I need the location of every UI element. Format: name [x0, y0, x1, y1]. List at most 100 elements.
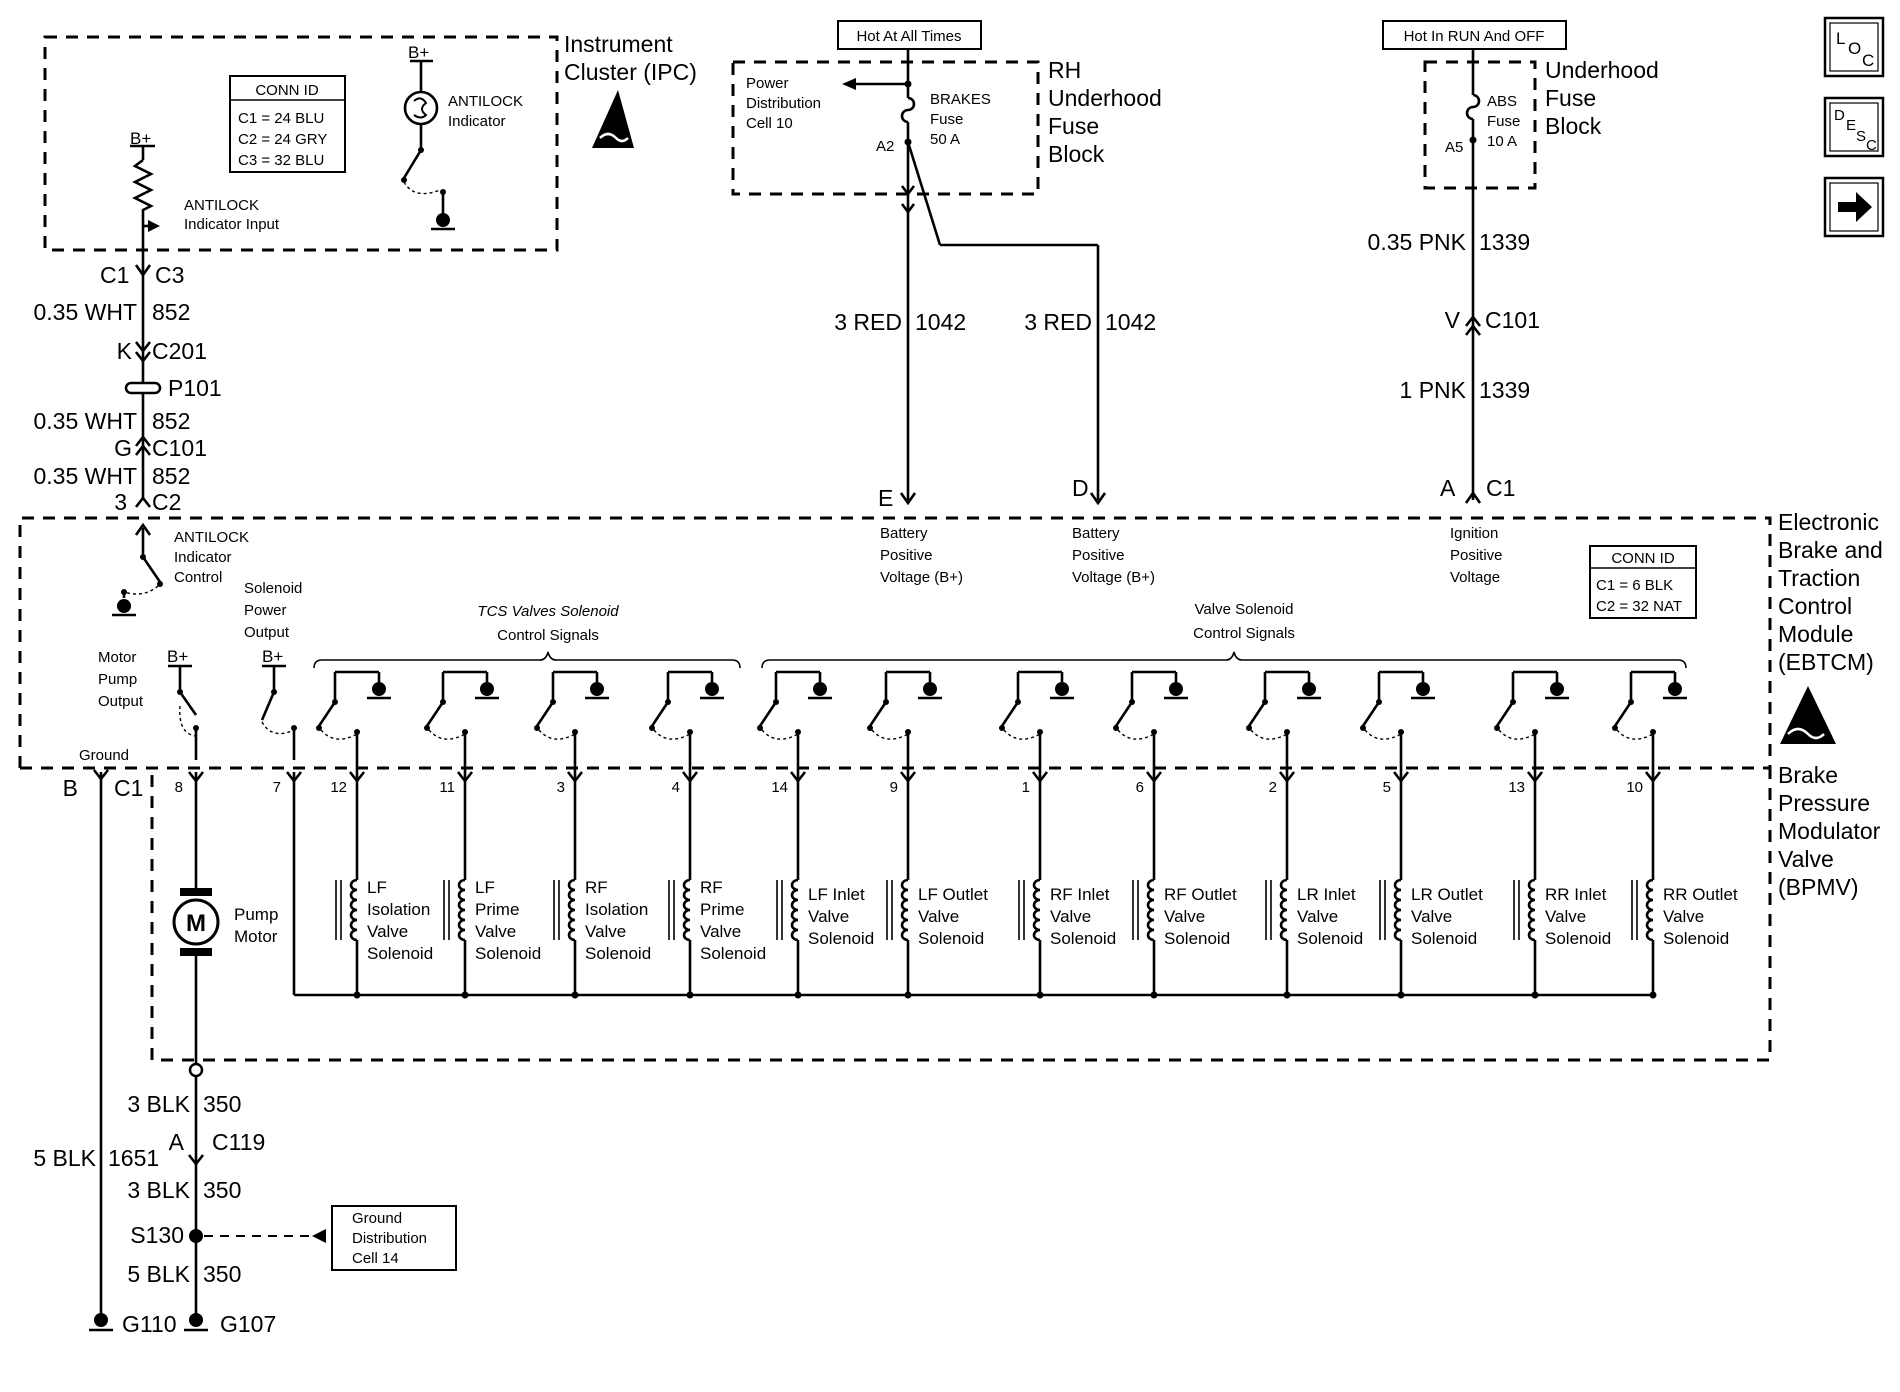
solenoid-label: RR Inlet — [1545, 885, 1607, 904]
solenoid-label: LF Outlet — [918, 885, 988, 904]
control-switch — [316, 670, 391, 772]
w1042-circuit-2: 1042 — [1105, 309, 1156, 335]
ground-icon — [808, 682, 832, 700]
ebtcm-title-4: Control — [1778, 593, 1852, 619]
control-switch — [757, 670, 832, 772]
pdc-2: Distribution — [746, 95, 821, 112]
c101-label-right: C101 — [1485, 307, 1540, 333]
ipc-conn-id-box — [229, 75, 346, 173]
w350-size-3: 5 BLK — [127, 1261, 190, 1287]
solenoid-label: LF — [367, 878, 387, 897]
rh-title-4: Block — [1048, 141, 1105, 167]
w350-size-2: 3 BLK — [127, 1177, 190, 1203]
solenoid-pin: 13 — [1508, 779, 1525, 796]
ground-icon — [475, 682, 499, 700]
c101-label-left: C101 — [152, 435, 207, 461]
rh-title-2: Underhood — [1048, 85, 1162, 111]
pump-motor-2: Motor — [234, 927, 278, 946]
bpmv-section: Brake Pressure Modulator Valve (BPMV) 8 … — [150, 762, 1881, 1064]
w1651-circuit: 1651 — [108, 1145, 159, 1171]
pdc-1: Power — [746, 75, 789, 92]
solenoid-pin: 2 — [1269, 779, 1277, 796]
s130-label: S130 — [130, 1222, 184, 1248]
tcs-group-1: TCS Valves Solenoid — [477, 603, 619, 620]
solenoid-label: Prime — [475, 900, 519, 919]
bpmv-title-1: Brake — [1778, 762, 1838, 788]
svg-text:O: O — [1848, 39, 1861, 58]
c201-label: C201 — [152, 338, 207, 364]
ground-circuits: B C1 5 BLK 1651 G110 3 BLK 350 A C119 3 … — [33, 769, 457, 1337]
connector-c101-right-icon — [1464, 314, 1482, 336]
w852-size-1: 0.35 WHT — [33, 299, 137, 325]
uh-fuse-block-boundary — [1423, 60, 1537, 190]
solenoid-array: 12LFIsolationValveSolenoid11LFPrimeValve… — [330, 771, 1738, 999]
ground-icon-antilock — [112, 599, 136, 617]
ebtcm-title-5: Module — [1778, 621, 1853, 647]
c119-pin: A — [169, 1129, 185, 1155]
connector-c2-icon — [134, 495, 152, 508]
batt-d-1: Battery — [1072, 525, 1120, 542]
connector-c101-icon — [134, 434, 152, 456]
motor-symbol: M — [186, 910, 206, 937]
gdc-1: Ground — [352, 1210, 402, 1227]
control-switch — [1113, 670, 1188, 772]
solenoid-label: RF — [700, 878, 723, 897]
w852-size-3: 0.35 WHT — [33, 463, 137, 489]
w852-circuit-1: 852 — [152, 299, 190, 325]
brakes-fuse-2: Fuse — [930, 111, 963, 128]
ground-icon — [1663, 682, 1687, 700]
motor-pump-3: Output — [98, 693, 144, 710]
ground-icon — [1050, 682, 1074, 700]
c119-label: C119 — [212, 1129, 265, 1155]
loc-icon[interactable]: LOC — [1823, 16, 1885, 78]
rh-fuse-block: Hot At All Times RH Underhood Fuse Block… — [731, 20, 1162, 500]
valve-group-1: Valve Solenoid — [1195, 601, 1294, 618]
rh-fuse-block-boundary — [731, 60, 1040, 196]
next-arrow-icon[interactable] — [1823, 176, 1885, 238]
gdc-2: Distribution — [352, 1230, 427, 1247]
solenoid-label: Solenoid — [808, 929, 874, 948]
g107-label: G107 — [220, 1311, 276, 1337]
ground-icon — [585, 682, 609, 700]
solenoid-label: Isolation — [585, 900, 648, 919]
solenoid-label: Solenoid — [367, 944, 433, 963]
abs-fuse-icon — [1465, 93, 1481, 121]
ipc-indicator-1: ANTILOCK — [448, 93, 523, 110]
control-switch — [1360, 670, 1435, 772]
solenoid-label: Valve — [918, 907, 959, 926]
svg-text:E: E — [1846, 117, 1856, 134]
a5-pin: A5 — [1445, 139, 1463, 156]
pin-a: A — [1440, 475, 1456, 501]
bpmv-boundary — [150, 768, 1772, 1062]
pin-e: E — [878, 485, 893, 511]
ipc-conn-header: CONN ID — [255, 82, 319, 99]
c2-label: C2 — [152, 489, 181, 515]
ground-g110-icon — [89, 1313, 113, 1332]
motor-bplus: B+ — [167, 647, 188, 666]
solenoid-pin: 9 — [890, 779, 898, 796]
antilock-ctrl-2: Indicator — [174, 549, 232, 566]
motor-switch-icon — [178, 691, 198, 716]
solenoid-label: Solenoid — [1297, 929, 1363, 948]
ipc-indicator-2: Indicator — [448, 113, 506, 130]
antilock-ctrl-3: Control — [174, 569, 222, 586]
w1042-circuit-1: 1042 — [915, 309, 966, 335]
solenoid-label: Solenoid — [1411, 929, 1477, 948]
sol-power-3: Output — [244, 624, 290, 641]
pump-motor-icon — [172, 898, 220, 946]
abs-fuse-1: ABS — [1487, 93, 1517, 110]
solenoid-label: Solenoid — [1050, 929, 1116, 948]
ground-icon — [1545, 682, 1569, 700]
ign-2: Positive — [1450, 547, 1503, 564]
solenoid-pin: 11 — [439, 779, 455, 796]
solenoid-label: LF — [475, 878, 495, 897]
svg-text:S: S — [1856, 128, 1866, 145]
batt-e-1: Battery — [880, 525, 928, 542]
p101-label: P101 — [168, 375, 222, 401]
indicator-switch-icon — [402, 149, 423, 179]
ipc-c3: C3 — [155, 262, 184, 288]
pin-d: D — [1072, 475, 1089, 501]
gdc-3: Cell 14 — [352, 1250, 399, 1267]
